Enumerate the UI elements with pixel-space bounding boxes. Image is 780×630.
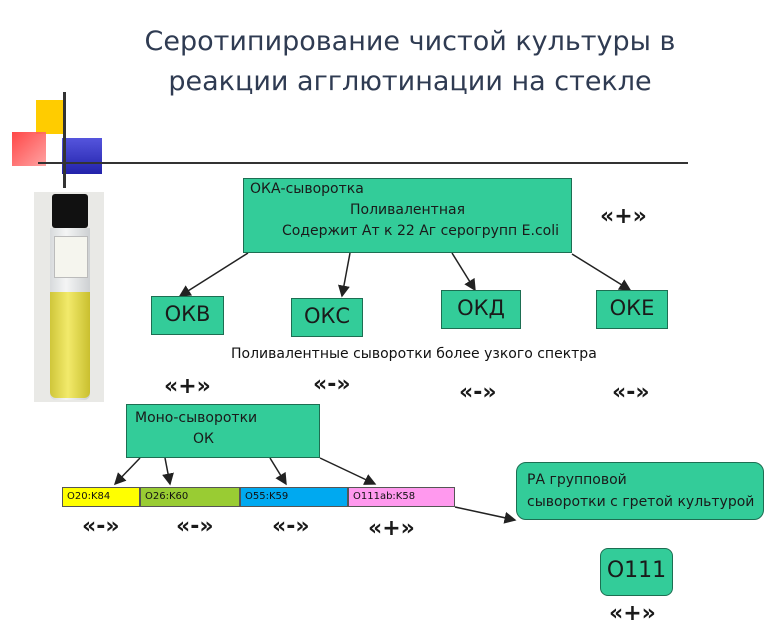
mono-serum-box: Моно-сыворотки ОК [126, 404, 320, 458]
serum-o111-result: «+» [368, 516, 415, 541]
group-okd-result: «-» [459, 380, 497, 405]
oka-title: ОКА-сыворотка [250, 181, 364, 197]
group-oks: ОКС [291, 298, 363, 337]
title-line-2: реакции агглютинации на стекле [168, 66, 652, 97]
serum-o26-result: «-» [176, 514, 214, 539]
group-oks-result: «-» [313, 372, 351, 397]
group-oke-result: «-» [612, 380, 650, 405]
oka-result: «+» [600, 204, 647, 229]
culture-tube-image [34, 192, 104, 402]
serum-o111ab-k58: O111ab:K58 [348, 487, 455, 507]
ra-subtitle: сыворотки с гретой культурой [527, 494, 755, 510]
decor-corner [0, 0, 688, 190]
final-serotype-box: О111 [600, 548, 673, 596]
group-oke: ОКЕ [596, 290, 668, 329]
ra-group-box: РА групповой сыворотки с гретой культуро… [516, 462, 764, 520]
serum-o20-k84: O20:K84 [62, 487, 140, 507]
ra-title: РА групповой [527, 472, 627, 488]
serum-o55-result: «-» [272, 514, 310, 539]
mono-subtitle: ОК [193, 431, 214, 447]
oka-subtitle: Поливалентная [350, 202, 465, 218]
polyvalent-caption: Поливалентные сыворотки более узкого спе… [231, 346, 597, 362]
group-okd: ОКД [441, 290, 521, 329]
serum-o26-k60: O26:K60 [140, 487, 240, 507]
oka-serum-box: ОКА-сыворотка Поливалентная Содержит Ат … [243, 178, 572, 253]
final-result: «+» [609, 601, 656, 626]
mono-title: Моно-сыворотки [135, 410, 258, 426]
group-okv-result: «+» [164, 374, 211, 399]
page-title: Серотипирование чистой культуры в реакци… [100, 22, 720, 102]
group-okv: ОКВ [151, 296, 224, 335]
oka-description: Содержит Ат к 22 Аг серогрупп E.coli [282, 223, 559, 239]
serum-o20-result: «-» [82, 514, 120, 539]
title-line-1: Серотипирование чистой культуры в [144, 26, 676, 57]
serum-o55-k59: O55:K59 [240, 487, 348, 507]
